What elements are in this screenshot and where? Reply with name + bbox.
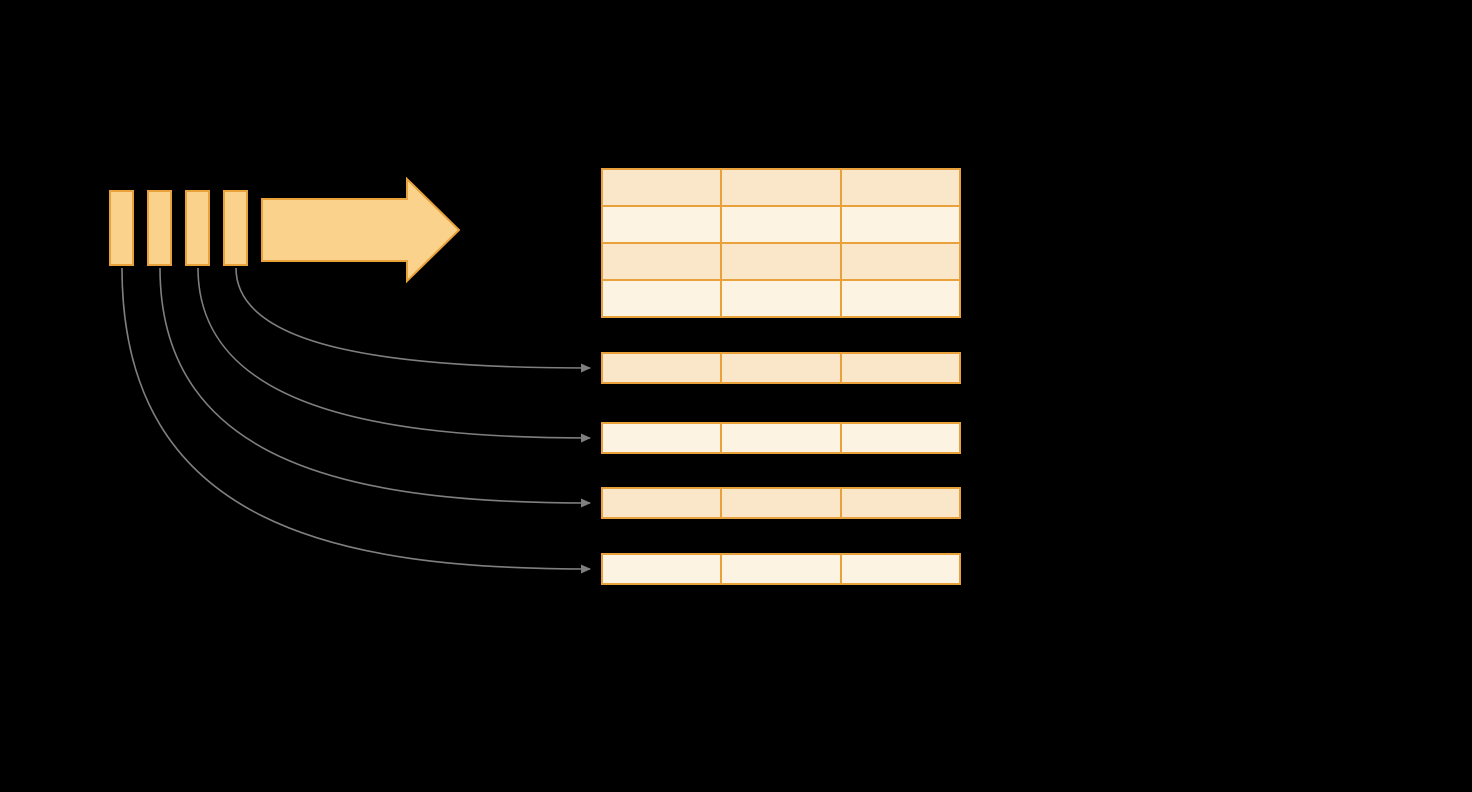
table-cell [603, 281, 721, 316]
strip-cell [841, 489, 959, 517]
row-strip-1 [601, 352, 961, 384]
connector-arrow-segment4-strip1 [235, 267, 591, 373]
main-table [601, 168, 961, 318]
source-segment-bar-2 [147, 190, 172, 266]
strip-cell [722, 489, 840, 517]
table-cell [841, 207, 959, 242]
strip-cell [603, 555, 721, 583]
connector-arrow-segment2-strip3 [159, 267, 591, 508]
table-cell [722, 281, 840, 316]
table-cell [841, 244, 959, 279]
strip-cell [603, 489, 721, 517]
table-cell [722, 170, 840, 205]
strip-cell [722, 354, 840, 382]
connector-arrow-segment3-strip2 [197, 267, 591, 443]
row-strip-2 [601, 422, 961, 454]
table-cell [603, 170, 721, 205]
flow-right-arrow-icon [261, 176, 461, 284]
row-strip-3 [601, 487, 961, 519]
source-segment-bar-4 [223, 190, 248, 266]
source-segment-bar-3 [185, 190, 210, 266]
strip-cell [722, 424, 840, 452]
connector-arrow-segment1-strip4 [121, 267, 591, 574]
table-cell [603, 244, 721, 279]
strip-cell [841, 424, 959, 452]
strip-cell [603, 424, 721, 452]
strip-cell [841, 555, 959, 583]
table-cell [722, 244, 840, 279]
table-cell [722, 207, 840, 242]
table-cell [841, 281, 959, 316]
strip-cell [722, 555, 840, 583]
table-cell [603, 207, 721, 242]
strip-cell [841, 354, 959, 382]
row-strip-4 [601, 553, 961, 585]
strip-cell [603, 354, 721, 382]
table-cell [841, 170, 959, 205]
source-segment-bar-1 [109, 190, 134, 266]
